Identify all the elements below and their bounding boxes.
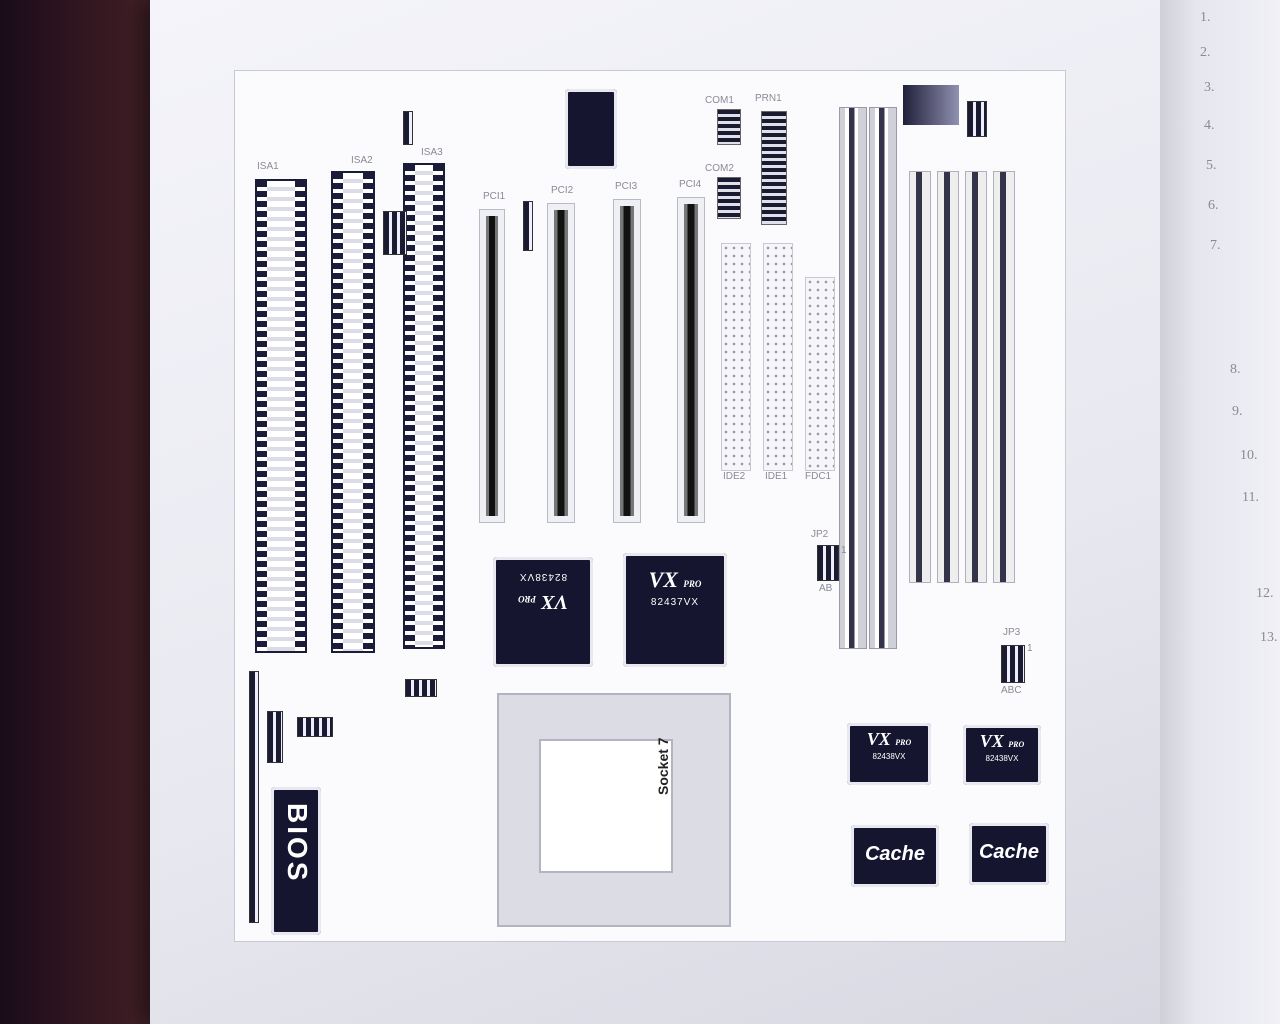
printer-header <box>761 111 787 225</box>
vx-logo: VX <box>648 567 678 592</box>
motherboard-diagram: ISA1 ISA2 ISA3 PCI1 PCI2 PCI3 PCI4 COM1 … <box>234 70 1066 942</box>
jumper-label: JP2 <box>811 529 829 540</box>
isa-slot-label: ISA3 <box>421 147 443 158</box>
fdc-connector <box>805 277 835 471</box>
power-connector <box>903 85 959 125</box>
isa-slot <box>403 163 445 649</box>
step-number: 8. <box>1230 362 1241 377</box>
part-number: 82437VX <box>650 597 700 608</box>
isa-slot-label: ISA2 <box>351 155 373 166</box>
com2-header <box>717 177 741 219</box>
pci-slot <box>479 209 505 523</box>
jumper-block <box>967 101 987 137</box>
com1-header <box>717 109 741 145</box>
bios-label: BIOS <box>282 803 313 884</box>
socket-window <box>539 739 673 873</box>
jumper-block <box>267 711 283 763</box>
port-label: PRN1 <box>755 93 782 104</box>
vx-logo: VX <box>866 729 891 749</box>
step-number: 3. <box>1204 80 1215 95</box>
jumper-label: JP3 <box>1003 627 1021 638</box>
dimm-slot <box>869 107 897 649</box>
ide-connector <box>721 243 751 471</box>
simm-slot <box>965 171 987 583</box>
pci-slot <box>613 199 641 523</box>
manual-facing-page: 1. 2. 3. 4. 5. 6. 7. 8. 9. 10. 11. 12. 1… <box>1160 0 1280 1024</box>
jumper-jp3 <box>1001 645 1025 683</box>
port-label: COM2 <box>705 163 734 174</box>
front-panel-header <box>249 671 259 923</box>
jumper-block <box>523 201 533 251</box>
cache-chip: Cache <box>851 825 939 887</box>
pci-slot <box>677 197 705 523</box>
isa-slot <box>331 171 375 653</box>
ide-label: IDE2 <box>723 471 746 482</box>
jumper-block <box>405 679 437 697</box>
jumper-block <box>383 211 407 255</box>
part-number: 82438VX <box>518 571 568 582</box>
pro-label: PRO <box>1008 740 1025 749</box>
isa-slot <box>255 179 307 653</box>
jumper-label: 1 <box>841 545 847 556</box>
part-number: 82438VX <box>872 752 906 761</box>
pci-slot-label: PCI2 <box>551 185 574 196</box>
simm-slot <box>937 171 959 583</box>
chip <box>565 89 617 169</box>
pci-slot-label: PCI3 <box>615 181 638 192</box>
ide-label: IDE1 <box>765 471 788 482</box>
cache-label: Cache <box>864 843 926 865</box>
dimm-slot <box>839 107 867 649</box>
step-number: 7. <box>1210 238 1221 253</box>
step-number: 6. <box>1208 198 1219 213</box>
pro-label: PRO <box>518 594 537 604</box>
chipset-chip: VX PRO 82437VX <box>623 553 727 667</box>
step-number: 11. <box>1242 490 1259 505</box>
step-number: 12. <box>1256 586 1274 601</box>
pci-slot-label: PCI1 <box>483 191 506 202</box>
vx-logo: VX <box>541 591 568 613</box>
part-number: 82438VX <box>985 754 1019 763</box>
pro-label: PRO <box>683 579 702 589</box>
pci-slot-label: PCI4 <box>679 179 702 190</box>
vx-chip: VX PRO 82438VX <box>963 725 1041 785</box>
bios-chip: BIOS <box>271 787 321 935</box>
step-number: 2. <box>1200 45 1211 60</box>
pci-slot <box>547 203 575 523</box>
jumper-jp2 <box>817 545 839 581</box>
pro-label: PRO <box>895 738 912 747</box>
jumper-block <box>297 717 333 737</box>
socket-label: Socket 7 <box>655 737 671 795</box>
step-number: 5. <box>1206 158 1217 173</box>
cache-label: Cache <box>978 841 1040 863</box>
step-number: 13. <box>1260 630 1278 645</box>
step-number: 9. <box>1232 404 1243 419</box>
chipset-chip: VX PRO 82438VX <box>493 557 593 667</box>
jumper-label: AB <box>819 583 833 594</box>
isa-slot-label: ISA1 <box>257 161 279 172</box>
vx-chip: VX PRO 82438VX <box>847 723 931 785</box>
jumper-label: ABC <box>1001 685 1022 696</box>
jumper-label: 1 <box>1027 643 1033 654</box>
step-number: 10. <box>1240 448 1258 463</box>
simm-slot <box>909 171 931 583</box>
vx-logo: VX <box>979 731 1004 751</box>
step-number: 1. <box>1200 10 1211 25</box>
step-number: 4. <box>1204 118 1215 133</box>
jumper-block <box>403 111 413 145</box>
fdc-label: FDC1 <box>805 471 832 482</box>
simm-slot <box>993 171 1015 583</box>
cache-chip: Cache <box>969 823 1049 885</box>
ide-connector <box>763 243 793 471</box>
port-label: COM1 <box>705 95 734 106</box>
cpu-socket: Socket 7 <box>497 693 731 927</box>
